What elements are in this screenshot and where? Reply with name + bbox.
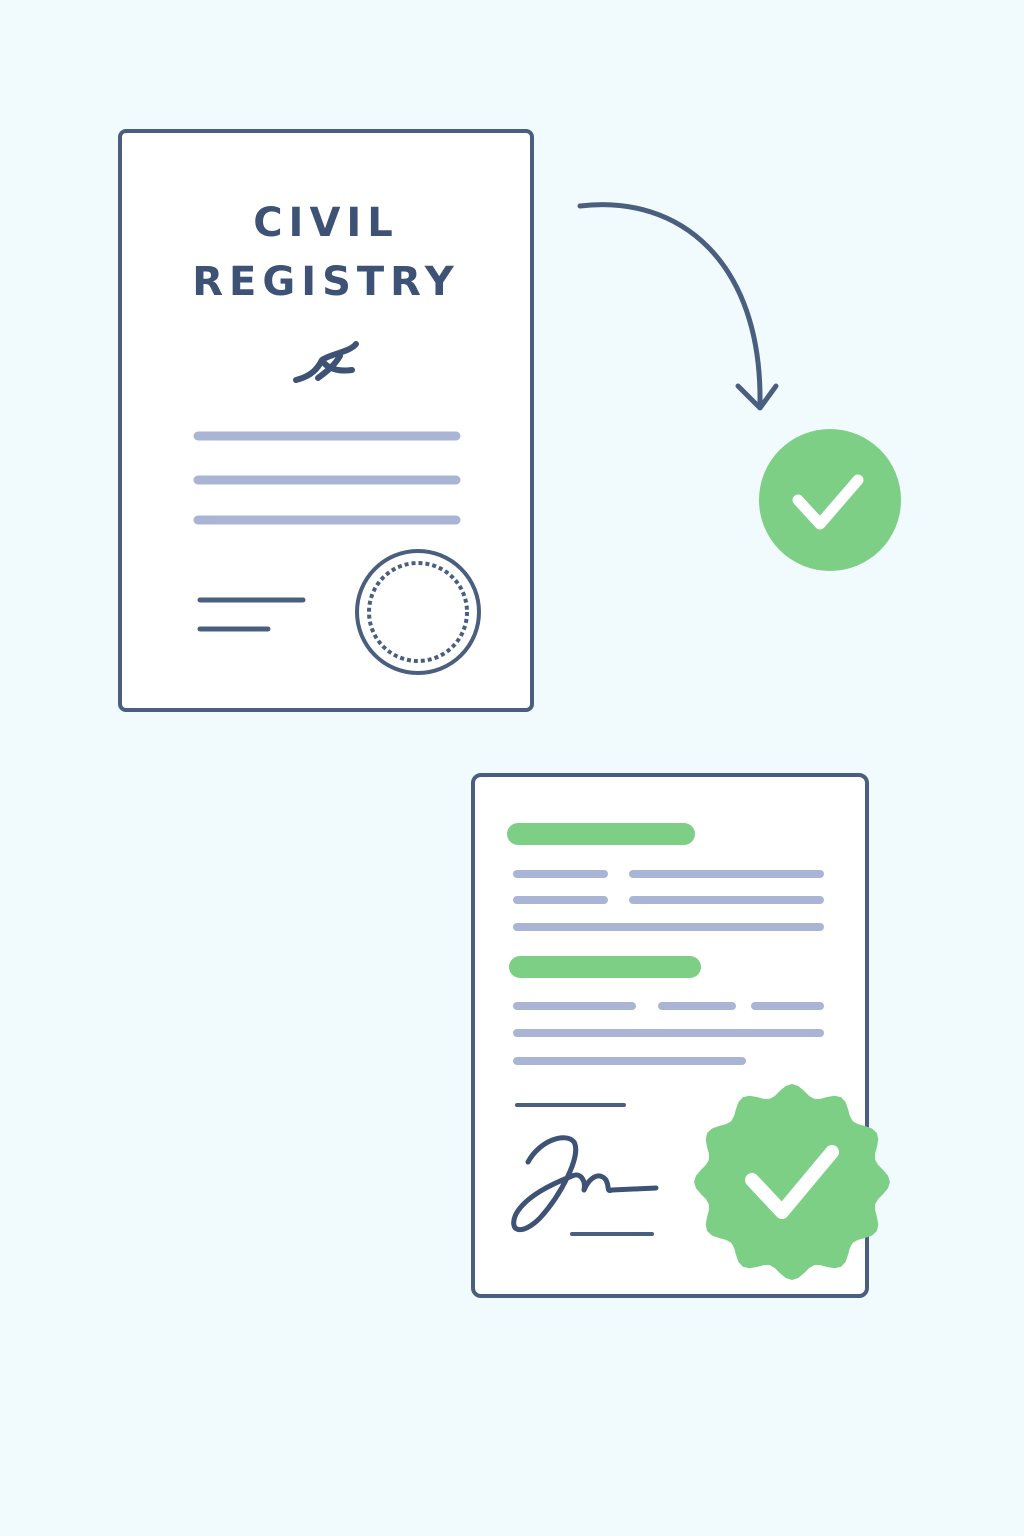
check-circle-icon	[759, 429, 901, 571]
registry-title-line-2: REGISTRY	[192, 259, 460, 305]
signature-icon	[511, 1135, 659, 1232]
seal-outer-ring	[355, 549, 481, 675]
check-mark-icon	[792, 474, 864, 530]
curved-arrow-icon	[577, 202, 779, 411]
registry-signature-lines	[197, 597, 306, 632]
registry-text-lines	[193, 431, 461, 525]
quill-emblem-icon	[293, 341, 359, 383]
badge-check-mark-icon	[745, 1145, 839, 1219]
section-2-text-lines	[513, 1002, 824, 1065]
registry-title-line-1: CIVIL	[253, 200, 399, 246]
civil-registry-document: CIVIL REGISTRY	[118, 129, 534, 712]
check-circle-background	[759, 429, 901, 571]
curved-arrow-head	[735, 383, 779, 411]
curved-arrow-shaft	[577, 202, 763, 407]
verified-badge-shape	[694, 1084, 890, 1280]
section-1-text-lines	[513, 870, 824, 931]
seal-inner-ring	[367, 561, 469, 663]
verified-badge-icon	[694, 1084, 890, 1280]
seal-icon	[355, 549, 481, 675]
